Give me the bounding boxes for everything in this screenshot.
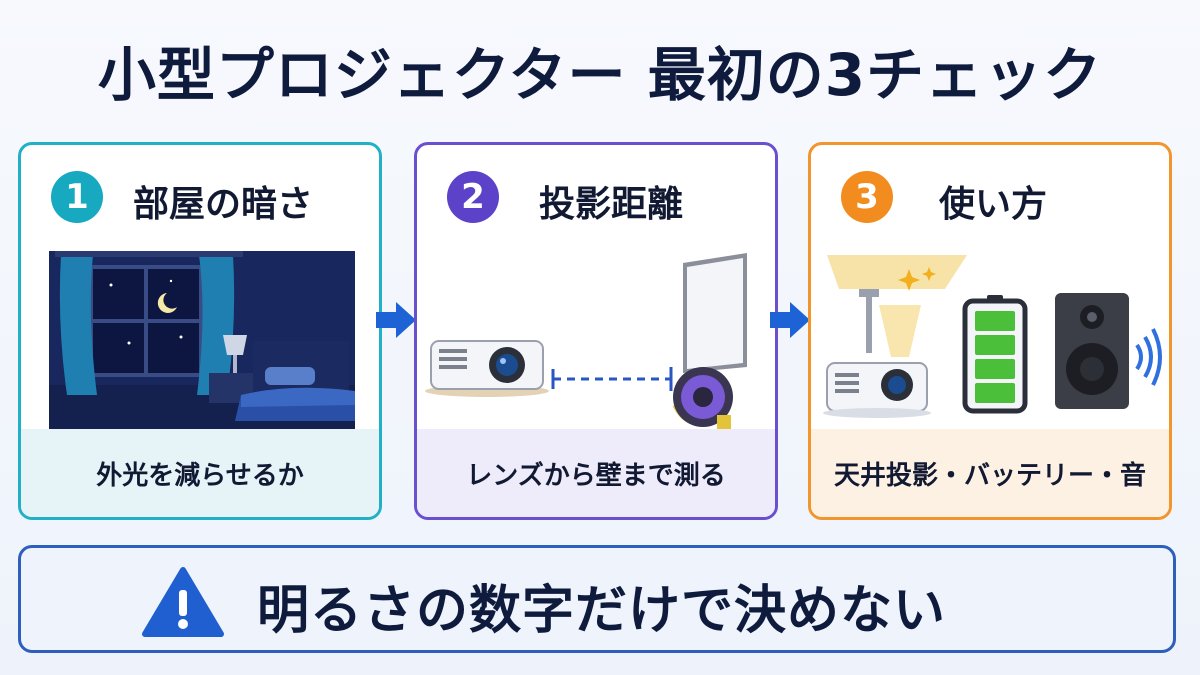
card-title: 投影距離 — [539, 184, 684, 225]
card-caption: 天井投影・バッテリー・音 — [811, 429, 1169, 517]
card-header: 1 部屋の暗さ — [21, 145, 379, 245]
warning-banner: 明るさの数字だけで決めない — [18, 545, 1176, 653]
warning-icon — [141, 566, 225, 638]
speaker-icon — [1055, 293, 1162, 409]
arrow-right-icon — [770, 302, 810, 338]
check-card-room-darkness: 1 部屋の暗さ — [18, 142, 382, 520]
step-number-badge: 2 — [447, 171, 499, 223]
check-card-usage: 3 使い方 — [808, 142, 1172, 520]
card-caption: 外光を減らせるか — [21, 429, 379, 517]
card-caption: レンズから壁まで測る — [417, 429, 775, 517]
card-title: 部屋の暗さ — [133, 184, 314, 225]
screen-icon — [683, 253, 747, 373]
card-title: 使い方 — [939, 184, 1048, 225]
ceiling-mount-icon — [823, 255, 967, 418]
card-header: 2 投影距離 — [417, 145, 775, 245]
arrow-right-icon — [376, 302, 416, 338]
tape-measure-icon — [672, 367, 733, 429]
night-room-icon — [21, 245, 379, 435]
step-number-badge: 3 — [841, 171, 893, 223]
warning-text: 明るさの数字だけで決めない — [257, 581, 947, 641]
page-title: 小型プロジェクター 最初の3チェック — [97, 41, 1103, 109]
battery-icon — [962, 295, 1028, 414]
check-card-projection-distance: 2 投影距離 — [414, 142, 778, 520]
card-header: 3 使い方 — [811, 145, 1169, 245]
step-number-badge: 1 — [51, 171, 103, 223]
projector-icon — [425, 340, 549, 397]
